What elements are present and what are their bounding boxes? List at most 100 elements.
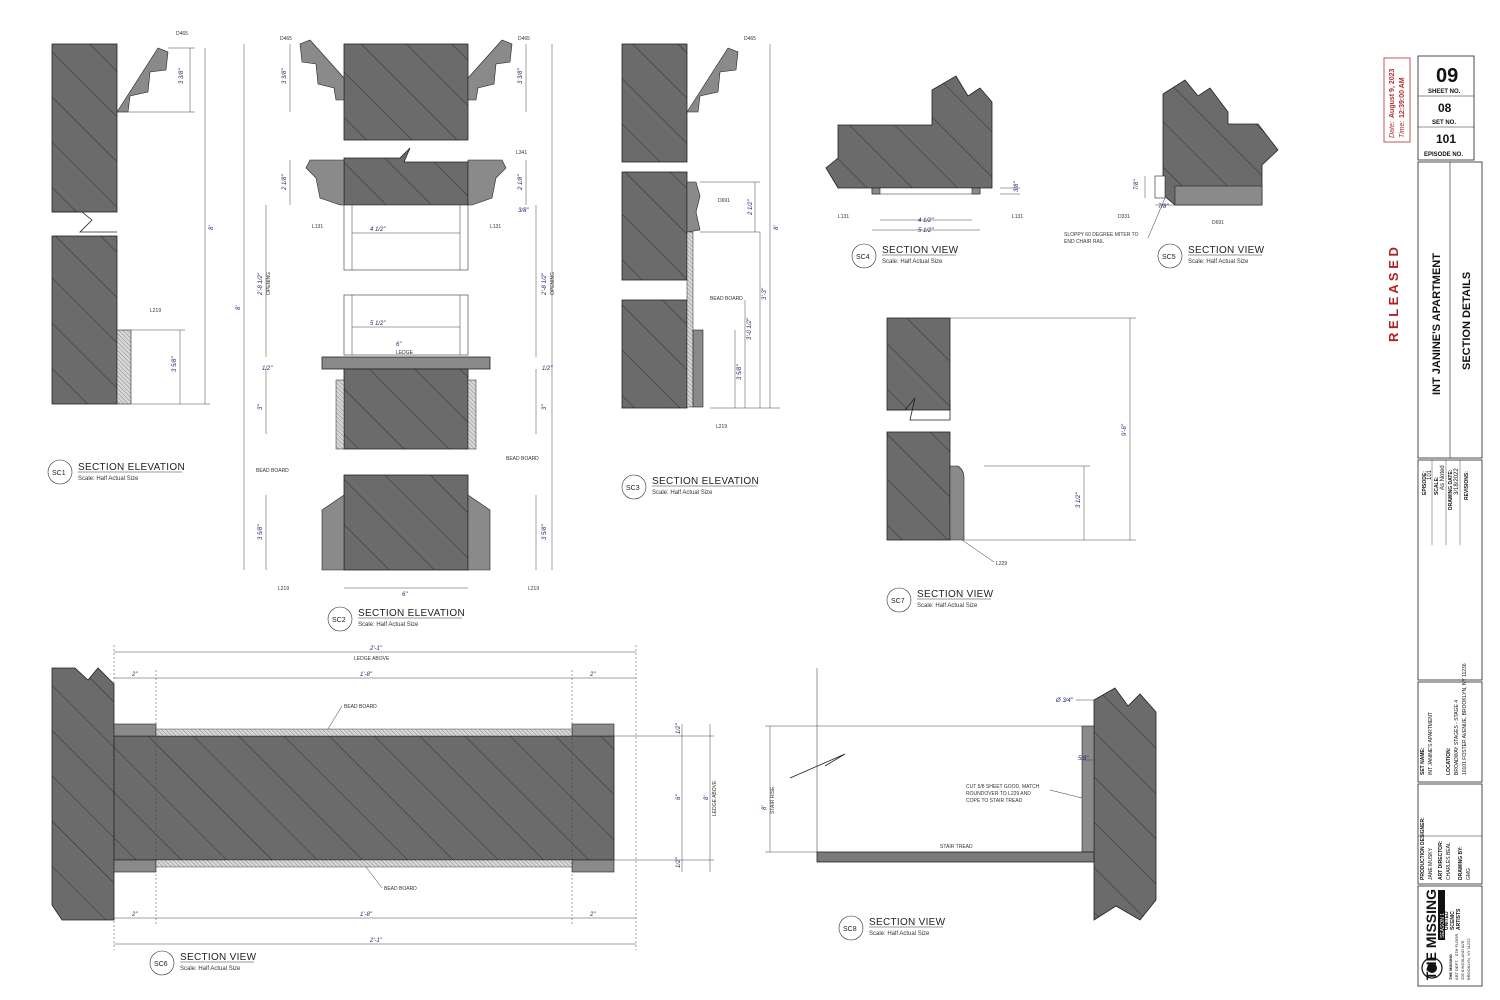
badge-sc2: SC2 (332, 617, 346, 624)
svg-text:8': 8' (704, 795, 710, 800)
svg-text:9'-6": 9'-6" (1122, 423, 1128, 436)
svg-text:BROADWAY STAGES - STAGE 4: BROADWAY STAGES - STAGE 4 (1454, 700, 1460, 775)
badge-sc1: SC1 (52, 470, 66, 477)
svg-text:3 5/8": 3 5/8" (542, 524, 548, 540)
scale-sc1: Scale: Half Actual Size (78, 476, 139, 482)
svg-text:CUT 5/8 SHEET GOOD, MATCH: CUT 5/8 SHEET GOOD, MATCH (966, 784, 1040, 790)
callout-d465: D465 (176, 31, 188, 37)
scale-sc3: Scale: Half Actual Size (652, 490, 713, 496)
svg-text:3'-3": 3'-3" (762, 287, 768, 300)
svg-text:3/18/2022: 3/18/2022 (1454, 468, 1460, 495)
scale-sc6: Scale: Half Actual Size (180, 966, 241, 972)
svg-text:D691: D691 (1212, 220, 1224, 226)
svg-text:COPE TO STAIR TREAD: COPE TO STAIR TREAD (966, 798, 1023, 804)
svg-text:UNITED: UNITED (1444, 911, 1450, 930)
svg-text:8': 8' (236, 305, 242, 310)
svg-text:OPENING: OPENING (550, 272, 556, 295)
svg-text:2": 2" (131, 912, 138, 918)
set-number: 08 (1438, 101, 1452, 115)
svg-text:1/2": 1/2" (542, 366, 553, 372)
badge-sc6: SC6 (154, 961, 168, 968)
svg-text:BEAD BOARD: BEAD BOARD (506, 456, 539, 462)
svg-text:3": 3" (542, 404, 548, 410)
stair-tread (816, 851, 1095, 863)
svg-text:2": 2" (131, 672, 138, 678)
svg-text:SCENIC: SCENIC (1450, 911, 1456, 930)
svg-text:Time:: Time: (1399, 121, 1406, 138)
svg-text:SET NAME:: SET NAME: (1420, 747, 1426, 775)
svg-text:D691: D691 (718, 198, 730, 204)
detail-sc4: L131 L131 4 1/2" 5 1/2" 3/8" SC4 SECTION… (825, 75, 1023, 269)
svg-text:6": 6" (676, 794, 682, 800)
svg-text:L131: L131 (312, 224, 323, 230)
svg-text:STAIR TREAD: STAIR TREAD (940, 844, 973, 850)
svg-text:BROOKLYN, NY 11222: BROOKLYN, NY 11222 (1466, 938, 1471, 980)
svg-text:D465: D465 (518, 36, 530, 42)
scale-sc4: Scale: Half Actual Size (882, 259, 943, 265)
svg-text:3 3/8": 3 3/8" (282, 68, 288, 84)
svg-text:8': 8' (762, 805, 768, 810)
svg-text:1/2": 1/2" (676, 857, 682, 868)
svg-text:STAIR RISE: STAIR RISE (770, 786, 776, 814)
svg-text:LEDGE ABOVE: LEDGE ABOVE (712, 780, 718, 816)
title-sc8: SECTION VIEW (869, 917, 946, 928)
svg-text:205 KINGSLAND AVE: 205 KINGSLAND AVE (1460, 940, 1465, 980)
svg-text:REVISIONS:: REVISIONS: (1464, 471, 1470, 500)
svg-text:ARTISTS: ARTISTS (1456, 908, 1462, 930)
svg-text:2": 2" (589, 912, 596, 918)
svg-text:L131: L131 (490, 224, 501, 230)
svg-text:7/8": 7/8" (1134, 179, 1140, 190)
title-sc2: SECTION ELEVATION (358, 608, 465, 619)
detail-sc5: 7/8" 7/8" D331 D691 SLOPPY 60 DEGREE MIT… (1064, 79, 1279, 269)
svg-text:3/8": 3/8" (1014, 181, 1020, 192)
svg-text:Date:: Date: (1389, 121, 1396, 138)
callout-l219: L219 (150, 308, 161, 314)
scale-sc7: Scale: Half Actual Size (917, 603, 978, 609)
union-logo: UNITED SCENIC ARTISTS (1421, 908, 1462, 979)
svg-text:3 5/8": 3 5/8" (258, 524, 264, 540)
svg-text:L341: L341 (516, 150, 527, 156)
badge-sc7: SC7 (891, 598, 905, 605)
svg-text:3 1/2": 3 1/2" (1076, 492, 1082, 508)
detail-sc7: 9'-6" 3 1/2" L229 SC7 SECTION VIEW Scale… (886, 317, 1136, 613)
svg-text:L219: L219 (278, 586, 289, 592)
title-sc5: SECTION VIEW (1188, 245, 1265, 256)
scale-sc5: Scale: Half Actual Size (1188, 259, 1249, 265)
svg-text:2": 2" (589, 672, 596, 678)
svg-text:L131: L131 (838, 214, 849, 220)
svg-text:GMG: GMG (1466, 868, 1472, 880)
sheet-title: SECTION DETAILS (1461, 272, 1473, 370)
badge-sc8: SC8 (843, 926, 857, 933)
detail-sc3: D465 D691 BEAD BOARD L219 2 1/2" 8' 3'-3… (621, 36, 780, 500)
svg-text:5 1/2": 5 1/2" (370, 321, 386, 327)
svg-text:END CHAIR RAIL: END CHAIR RAIL (1064, 239, 1104, 245)
svg-text:5/8": 5/8" (1078, 756, 1089, 762)
svg-text:1/2": 1/2" (676, 723, 682, 734)
svg-text:3 3/8": 3 3/8" (518, 68, 524, 84)
svg-text:2 1/2": 2 1/2" (748, 199, 754, 216)
svg-text:4 1/2": 4 1/2" (918, 218, 934, 224)
svg-text:2 1/8": 2 1/8" (518, 174, 524, 191)
svg-text:ROUNDOVER TO L229 AND: ROUNDOVER TO L229 AND (966, 791, 1031, 797)
svg-text:5 1/2": 5 1/2" (918, 228, 934, 234)
svg-text:ART DEPT. - 5TH FLOOR: ART DEPT. - 5TH FLOOR (1454, 934, 1459, 980)
svg-text:LOCATION:: LOCATION: (1446, 747, 1452, 775)
svg-text:JANE MUSKY: JANE MUSKY (1428, 847, 1434, 880)
svg-text:10101 FOSTER AVENUE, BROOKLYN,: 10101 FOSTER AVENUE, BROOKLYN, NY 11236 (1462, 663, 1468, 775)
svg-text:SCALE:: SCALE: (1434, 476, 1440, 495)
title-sc3: SECTION ELEVATION (652, 476, 759, 487)
dim-chair-rail: 3 5/8" (172, 356, 178, 372)
title-sc6: SECTION VIEW (180, 952, 257, 963)
svg-text:D465: D465 (744, 36, 756, 42)
detail-sc2: D465 D465 L341 L131 L131 BEAD BOARD BEAD… (236, 36, 556, 632)
svg-text:As Noted: As Noted (1440, 465, 1446, 490)
crown-molding (116, 47, 169, 113)
svg-text:SHEET NO.: SHEET NO. (1428, 89, 1461, 95)
svg-text:LEDGE ABOVE: LEDGE ABOVE (354, 656, 390, 662)
svg-text:DRAWING DATE:: DRAWING DATE: (1448, 469, 1454, 510)
release-time: 12:39:00 AM (1399, 77, 1406, 118)
show-logo: THE MISSING (1423, 889, 1439, 980)
scale-sc8: Scale: Half Actual Size (869, 931, 930, 937)
svg-text:2'-1": 2'-1" (369, 646, 383, 652)
svg-text:L131: L131 (1012, 214, 1023, 220)
